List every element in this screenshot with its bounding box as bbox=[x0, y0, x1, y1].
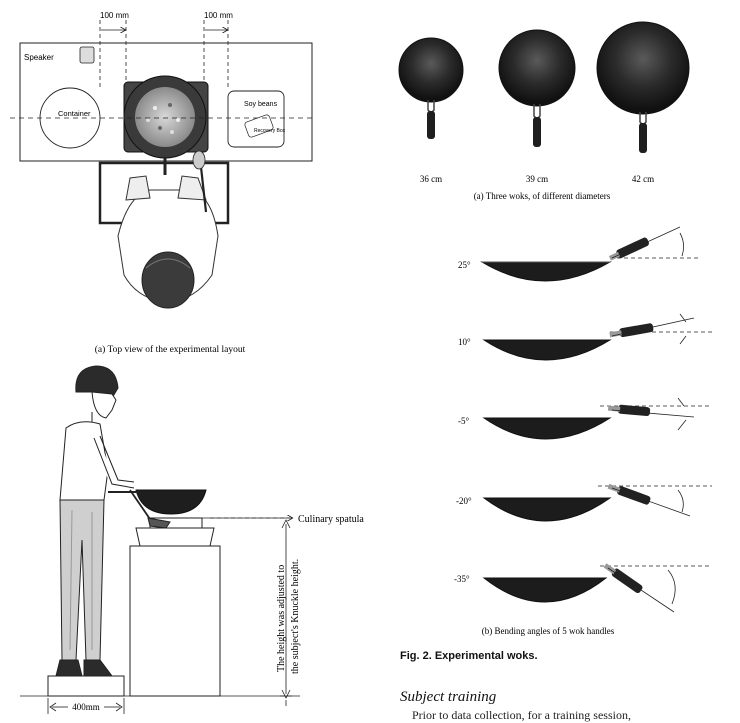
spatula-label: Culinary spatula bbox=[298, 514, 364, 525]
base-dimension-label: 400mm bbox=[72, 702, 100, 712]
figure-label: Fig. 2. Experimental woks. bbox=[400, 650, 538, 662]
angle-label-25: 25° bbox=[458, 260, 471, 270]
bending-angles: 25° 10° -5° -20° bbox=[454, 226, 712, 636]
soy-beans-label: Soy beans bbox=[244, 101, 278, 108]
stove-burner bbox=[135, 527, 215, 547]
wok-angle-minus35 bbox=[482, 563, 712, 613]
angle-label-10: 10° bbox=[458, 337, 471, 347]
container-label: Container bbox=[58, 109, 91, 118]
size-label-36: 36 cm bbox=[420, 174, 442, 184]
speaker-label: Speaker bbox=[24, 53, 54, 62]
speaker-icon bbox=[79, 46, 95, 64]
spatula-side-view bbox=[147, 517, 171, 529]
stove-body bbox=[129, 545, 221, 697]
person-side-view bbox=[55, 365, 135, 677]
caption-top-view: (a) Top view of the experimental layout bbox=[95, 344, 246, 355]
wok-angle-minus20 bbox=[482, 483, 712, 522]
angle-label-minus5: -5° bbox=[458, 416, 469, 426]
beans-in-wok bbox=[135, 87, 195, 147]
dim-100mm-left: 100 mm bbox=[100, 11, 129, 20]
angle-label-minus35: -35° bbox=[454, 574, 470, 584]
section-heading: Subject training bbox=[400, 689, 497, 705]
size-label-39: 39 cm bbox=[526, 174, 548, 184]
soy-beans-box bbox=[227, 90, 285, 148]
recovery-label: Recovery Box bbox=[254, 128, 286, 134]
wok-angle-25 bbox=[480, 226, 700, 282]
wok-side-view bbox=[135, 489, 207, 515]
spatula-top bbox=[192, 150, 206, 170]
recovery-box bbox=[244, 114, 274, 138]
wok-42cm bbox=[596, 21, 690, 153]
side-view: Culinary spatula The height was adjusted… bbox=[20, 365, 364, 714]
wok-angle-minus5 bbox=[482, 397, 712, 440]
wok-39cm bbox=[498, 29, 576, 147]
three-woks: 36 cm 39 cm 42 cm (a) Three woks, of dif… bbox=[398, 21, 690, 201]
caption-bending-angles: (b) Bending angles of 5 wok handles bbox=[482, 626, 615, 636]
angle-label-minus20: -20° bbox=[456, 496, 472, 506]
top-view-layout: 100 mm 100 mm Speaker Container Soy bean… bbox=[10, 11, 316, 355]
wok-36cm bbox=[398, 37, 464, 139]
platform bbox=[47, 675, 125, 697]
caption-three-woks: (a) Three woks, of different diameters bbox=[474, 191, 611, 201]
height-note-line2: the subject's Knuckle height. bbox=[290, 559, 301, 674]
height-note-line1: The height was adjusted to bbox=[276, 565, 287, 672]
person-top-view bbox=[117, 175, 219, 309]
wok-angle-10 bbox=[482, 313, 712, 361]
size-label-42: 42 cm bbox=[632, 174, 654, 184]
dim-100mm-right: 100 mm bbox=[204, 11, 233, 20]
